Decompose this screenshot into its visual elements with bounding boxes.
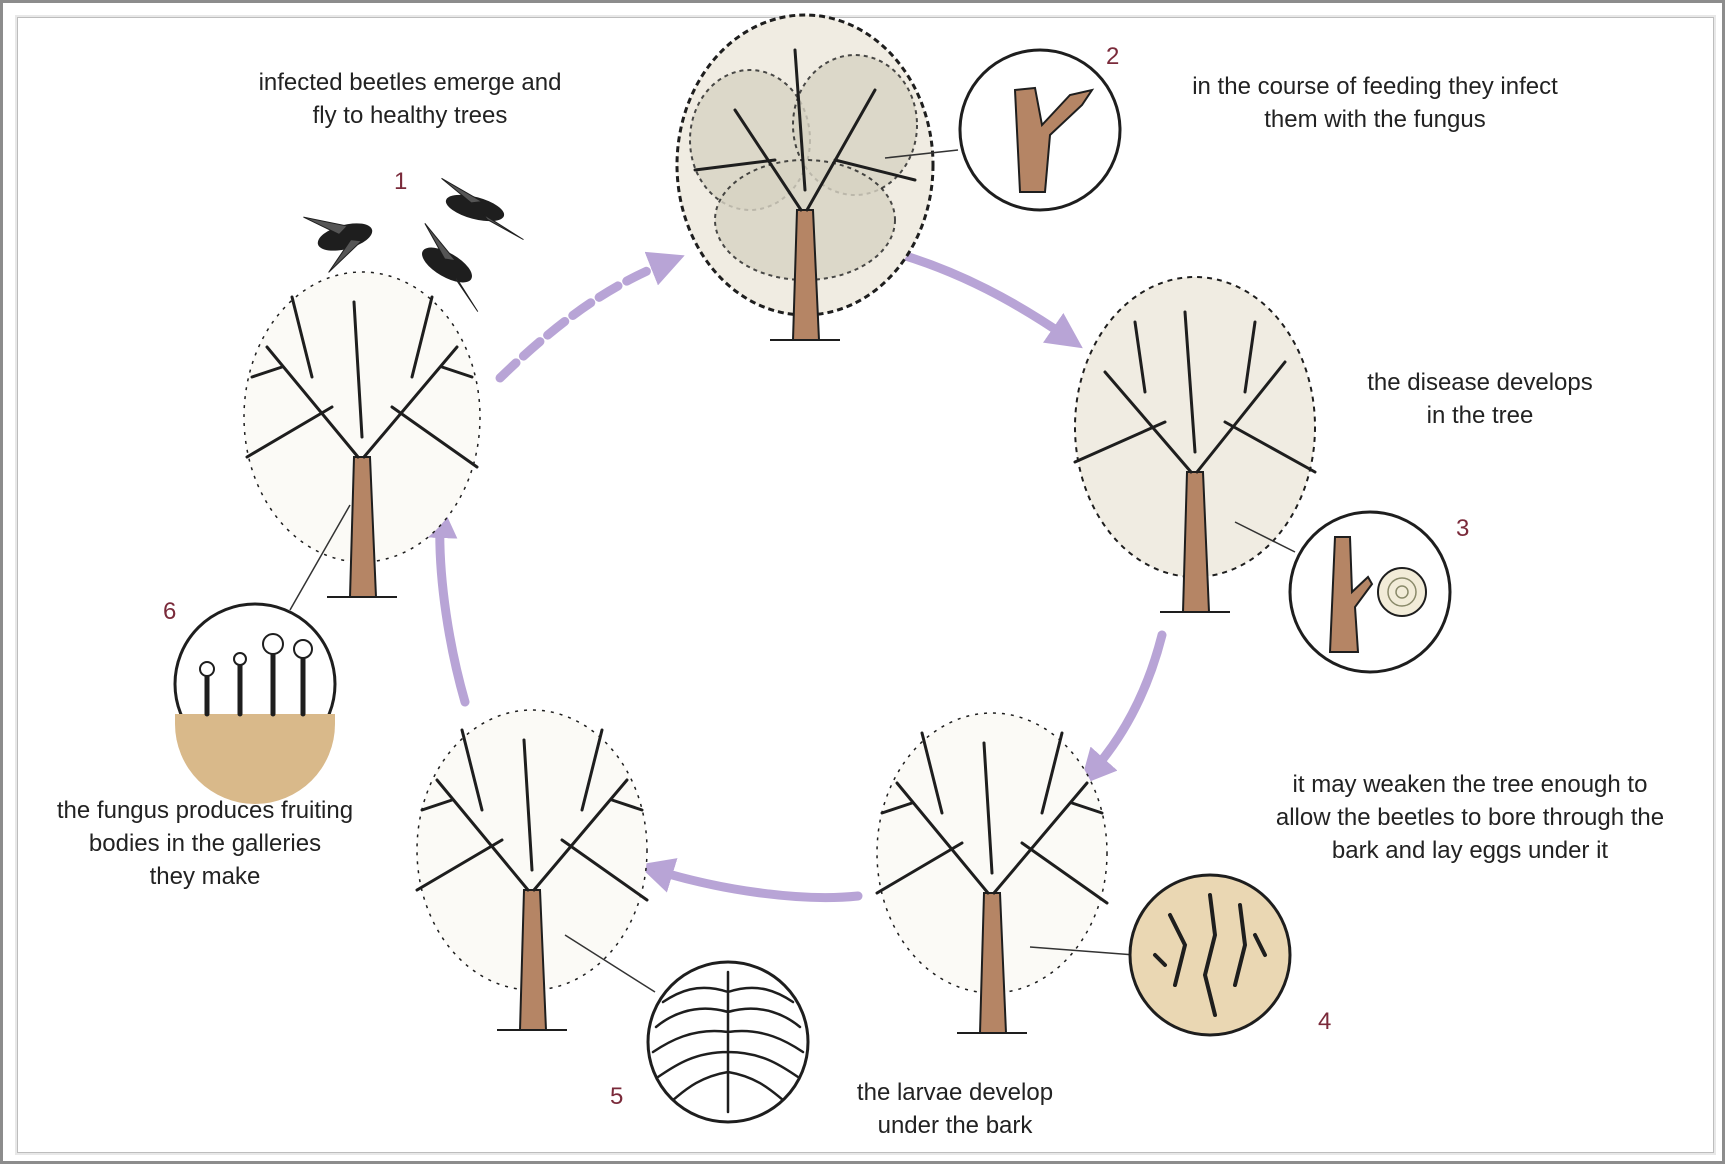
step-4-number: 4: [1318, 1008, 1331, 1036]
step-2-number: 2: [1106, 43, 1119, 71]
tree-icon: [244, 272, 480, 597]
arrow-3-to-4: [1092, 635, 1162, 772]
step-6-number: 6: [163, 598, 176, 626]
step-4-caption: it may weaken the tree enough to allow t…: [1220, 768, 1720, 867]
step-5-number: 5: [610, 1083, 623, 1111]
arrow-1-to-2: [500, 262, 668, 378]
bark-icon: [1130, 875, 1290, 1035]
step-5-caption: the larvae develop under the bark: [810, 1076, 1100, 1142]
twig-icon: [960, 50, 1120, 210]
larval-galleries-icon: [648, 962, 808, 1122]
arrow-2-to-3: [885, 250, 1068, 338]
tree-icon: [677, 15, 933, 340]
arrow-5-to-6: [440, 520, 465, 702]
step-1-caption: infected beetles emerge and fly to healt…: [200, 66, 620, 132]
twig-cross-section-icon: [1290, 512, 1450, 672]
fruiting-bodies-icon: [175, 604, 335, 804]
step-1-number: 1: [394, 168, 407, 196]
step-6-caption: the fungus produces fruiting bodies in t…: [20, 794, 390, 893]
step-2-caption: in the course of feeding they infect the…: [1140, 70, 1610, 136]
arrow-4-to-5: [655, 870, 858, 898]
tree-icon: [417, 710, 647, 1030]
tree-icon: [1075, 277, 1315, 612]
step-3-number: 3: [1456, 515, 1469, 543]
tree-icon: [877, 713, 1107, 1033]
step-3-caption: the disease develops in the tree: [1320, 366, 1640, 432]
